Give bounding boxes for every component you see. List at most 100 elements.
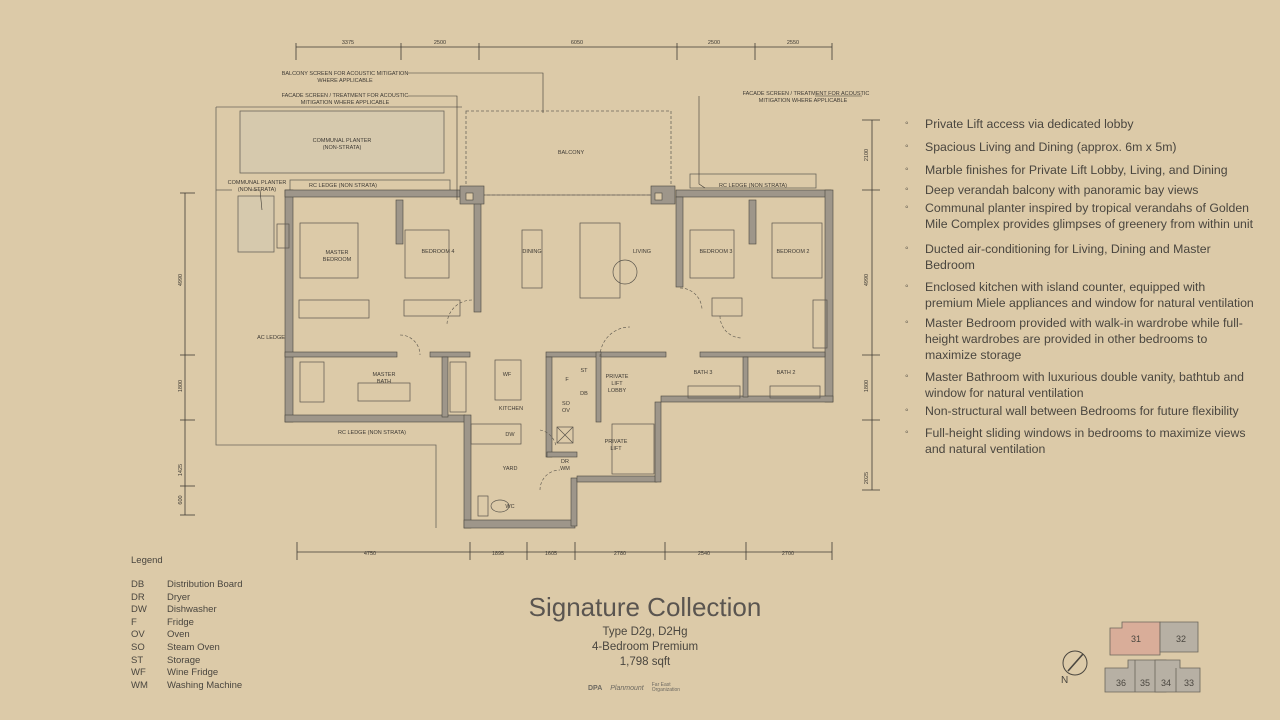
collection-title: Signature Collection [528, 592, 762, 622]
master-bath-label-line1: MASTER [373, 372, 396, 378]
feature-list: Private Lift access via dedicated lobby … [905, 116, 1255, 457]
dishwasher-label: DW [505, 432, 515, 438]
logo-planmount: Planmount [610, 684, 644, 692]
legend-label: Wine Fridge [167, 667, 219, 679]
legend-code: DB [131, 579, 145, 590]
stack-33-label: 33 [1184, 678, 1194, 688]
dim-top-2: 2500 [434, 40, 446, 46]
unit-area: 1,798 sqft [619, 656, 671, 668]
balcony-screen-callout-line2: WHERE APPLICABLE [317, 78, 373, 84]
rc-ledge-right-label: RC LEDGE (NON STRATA) [719, 183, 787, 189]
balcony-label: BALCONY [558, 150, 585, 156]
feature-item: Communal planter inspired by tropical ve… [905, 200, 1255, 232]
legend-code: F [131, 616, 137, 628]
wf-label: WF [503, 372, 512, 378]
dim-left-3: 1425 [178, 464, 184, 476]
private-lift-label-line2: LIFT [610, 446, 622, 452]
yard-label: YARD [503, 466, 518, 472]
dim-right-4: 2025 [864, 472, 870, 484]
bedroom-type: 4-Bedroom Premium [591, 641, 699, 653]
bath-2-label: BATH 2 [777, 370, 796, 376]
legend-item: OV Oven [131, 629, 301, 642]
dim-bottom-5: 2540 [698, 551, 710, 557]
legend-label: Dishwasher [167, 604, 217, 616]
bath-3-label: BATH 3 [694, 370, 713, 376]
rc-ledge-bottom-label: RC LEDGE (NON STRATA) [338, 430, 406, 436]
feature-item: Full-height sliding windows in bedrooms … [905, 425, 1255, 457]
facade-screen-right-callout-line2: MITIGATION WHERE APPLICABLE [759, 98, 848, 104]
dim-left-2: 1800 [178, 380, 184, 392]
dim-top-4: 2500 [708, 40, 720, 46]
bedroom-3-label: BEDROOM 3 [699, 249, 732, 255]
north-compass-icon [1062, 650, 1088, 676]
master-bath-label-line2: BATH [377, 379, 391, 385]
dim-right-2: 4990 [864, 274, 870, 286]
stack-31-label: 31 [1131, 634, 1141, 644]
private-lift-label-line1: PRIVATE [605, 439, 628, 445]
legend-label: Oven [167, 629, 190, 641]
feature-item: Deep verandah balcony with panoramic bay… [905, 182, 1255, 198]
balcony-screen-callout-line1: BALCONY SCREEN FOR ACOUSTIC MITIGATION [282, 71, 409, 77]
dim-right-1: 2100 [864, 149, 870, 161]
dining-label: DINING [522, 249, 541, 255]
feature-item: Private Lift access via dedicated lobby [905, 116, 1255, 132]
legend-label: Distribution Board [167, 579, 243, 590]
dim-left-4: 600 [178, 495, 184, 504]
facade-screen-left-callout-line2: MITIGATION WHERE APPLICABLE [301, 100, 390, 106]
feature-item: Ducted air-conditioning for Living, Dini… [905, 241, 1255, 273]
feature-item: Spacious Living and Dining (approx. 6m x… [905, 139, 1255, 155]
stack-36-label: 36 [1116, 678, 1126, 688]
feature-item: Master Bathroom with luxurious double va… [905, 369, 1255, 401]
legend-code: WM [131, 679, 148, 691]
feature-item: Non-structural wall between Bedrooms for… [905, 403, 1255, 419]
facade-screen-right-callout-line1: FACADE SCREEN / TREATMENT FOR ACOUSTIC [743, 91, 870, 97]
feature-item: Enclosed kitchen with island counter, eq… [905, 279, 1255, 311]
legend-code: WF [131, 667, 146, 679]
ov-label: OV [562, 408, 570, 414]
bedroom-4-label: BEDROOM 4 [421, 249, 454, 255]
dr-label: DR [561, 459, 569, 465]
developer-logos: DPA Planmount Far East Organization [588, 682, 703, 694]
ac-ledge-label: AC LEDGE [257, 335, 285, 341]
logo-dpa: DPA [588, 684, 603, 692]
legend-item: F Fridge [131, 617, 301, 630]
north-label: N [1061, 675, 1068, 686]
legend-code: DR [131, 591, 145, 603]
dim-bottom-6: 2700 [782, 551, 794, 557]
bedroom-2-label: BEDROOM 2 [776, 249, 809, 255]
private-lift-lobby-label-line2: LIFT [611, 381, 623, 387]
master-bedroom-label-line2: BEDROOM [323, 257, 352, 263]
key-plan: N 31 32 36 35 34 33 [1061, 621, 1201, 693]
dim-bottom-2: 1895 [492, 551, 504, 557]
legend-item: DB Distribution Board [131, 579, 301, 592]
rc-ledge-left-label: RC LEDGE (NON STRATA) [309, 183, 377, 189]
dim-bottom-1: 4750 [364, 551, 376, 557]
legend-code: ST [131, 654, 144, 666]
dim-right-3: 1800 [864, 380, 870, 392]
storage-label: ST [580, 368, 588, 374]
kitchen-label: KITCHEN [499, 406, 523, 412]
private-lift-lobby-label-line3: LOBBY [608, 388, 627, 394]
legend-label: Steam Oven [167, 641, 220, 653]
dim-left-1: 4990 [178, 274, 184, 286]
legend-code: OV [131, 629, 145, 641]
legend-code: DW [131, 604, 147, 616]
stack-32-label: 32 [1176, 634, 1186, 644]
communal-planter-top-label-line1: COMMUNAL PLANTER [313, 138, 372, 144]
dim-top-1: 3375 [342, 40, 354, 46]
dim-top-5: 2550 [787, 40, 799, 46]
legend-code: SO [131, 641, 145, 653]
legend-item: DW Dishwasher [131, 604, 301, 617]
feature-item: Marble finishes for Private Lift Lobby, … [905, 162, 1255, 178]
dim-bottom-4: 2780 [614, 551, 626, 557]
unit-type: Type D2g, D2Hg [602, 626, 688, 638]
stack-34-label: 34 [1161, 678, 1171, 688]
db-label: DB [580, 391, 588, 397]
communal-planter-top-label-line2: (NON-STRATA) [323, 145, 362, 151]
wm-label: WM [560, 466, 570, 472]
legend-label: Fridge [167, 616, 194, 628]
